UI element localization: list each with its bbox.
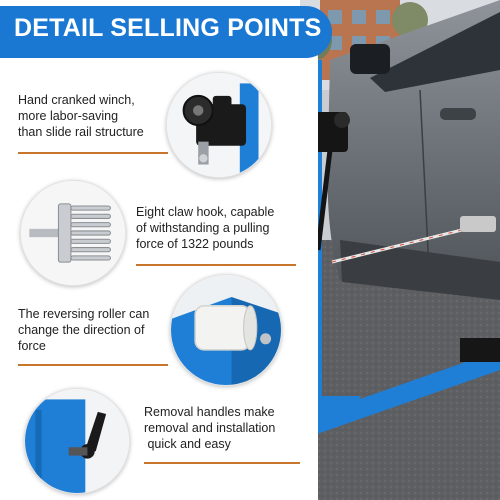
feature-text-line: The reversing roller can: [18, 307, 150, 321]
feature-text-line: quick and easy: [144, 437, 231, 451]
feature-divider: [136, 264, 296, 266]
feature-text-line: force: [18, 339, 46, 353]
feature-text: Eight claw hook, capable of withstanding…: [136, 204, 296, 252]
winch-icon: [166, 72, 272, 178]
feature-divider: [144, 462, 300, 464]
claw-hook-icon: [20, 180, 126, 286]
header-banner: DETAIL SELLING POINTS: [0, 6, 332, 58]
feature-text-line: force of 1322 pounds: [136, 237, 254, 251]
feature-divider: [18, 364, 168, 366]
page-title: DETAIL SELLING POINTS: [14, 14, 322, 42]
feature-row-roller: The reversing roller can change the dire…: [0, 272, 300, 386]
feature-text-line: Removal handles make: [144, 405, 275, 419]
product-photo: [300, 0, 500, 500]
feature-divider: [18, 152, 168, 154]
feature-text-line: removal and installation: [144, 421, 276, 435]
feature-row-claw-hook: Eight claw hook, capable of withstanding…: [0, 178, 300, 288]
feature-text-line: of withstanding a pulling: [136, 221, 270, 235]
feature-row-handle: Removal handles make removal and install…: [0, 382, 300, 494]
feature-row-winch: Hand cranked winch, more labor-saving th…: [0, 68, 300, 178]
handle-icon: [24, 388, 130, 494]
feature-text: Removal handles make removal and install…: [144, 404, 300, 452]
feature-text-line: Hand cranked winch,: [18, 93, 135, 107]
feature-text-line: Eight claw hook, capable: [136, 205, 275, 219]
feature-text: The reversing roller can change the dire…: [18, 306, 168, 354]
feature-text-line: more labor-saving: [18, 109, 119, 123]
roller-icon: [170, 274, 282, 386]
feature-text-line: change the direction of: [18, 323, 145, 337]
car-frame-illustration: [300, 0, 500, 500]
feature-text-line: than slide rail structure: [18, 125, 144, 139]
feature-text: Hand cranked winch, more labor-saving th…: [18, 92, 168, 140]
